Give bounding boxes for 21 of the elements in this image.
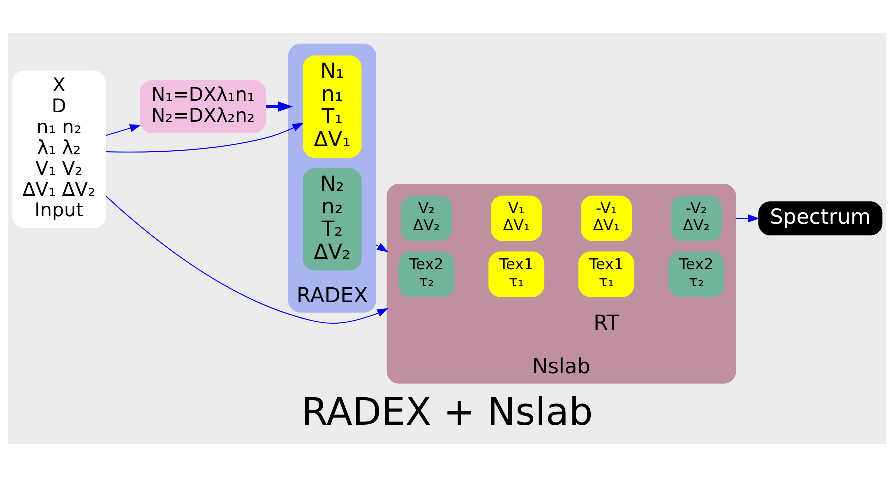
node-box: V₂ ΔV₂ [401, 196, 452, 242]
node-box: Tex1 τ₁ [578, 252, 635, 298]
node-box: N₁=DXλ₁n₁ N₂=DXλ₂n₂ [140, 80, 266, 134]
node-box: -V₂ ΔV₂ [671, 196, 722, 242]
label: RT [594, 310, 620, 335]
node-box: Tex1 τ₁ [488, 252, 545, 298]
node-box: -V₁ ΔV₁ [581, 196, 632, 242]
node-box: X D n₁ n₂ λ₁ λ₂ V₁ V₂ ΔV₁ ΔV₂ Input [12, 70, 106, 228]
arrow [106, 124, 142, 136]
arrow [106, 122, 304, 153]
arrow [106, 196, 389, 324]
node-box: N₂ n₂ T₂ ΔV₂ [303, 168, 362, 271]
node-box: N₁ n₁ T₁ ΔV₁ [303, 56, 362, 158]
node-box: Tex2 τ₂ [668, 252, 724, 298]
node-box: Spectrum [758, 202, 883, 236]
arrow [266, 102, 294, 112]
arrow [735, 214, 760, 223]
diagram-title: RADEX + Nslab [302, 390, 594, 434]
node-box: Tex2 τ₂ [398, 252, 455, 298]
node-box: V₁ ΔV₁ [491, 196, 542, 242]
arrow [376, 243, 389, 252]
